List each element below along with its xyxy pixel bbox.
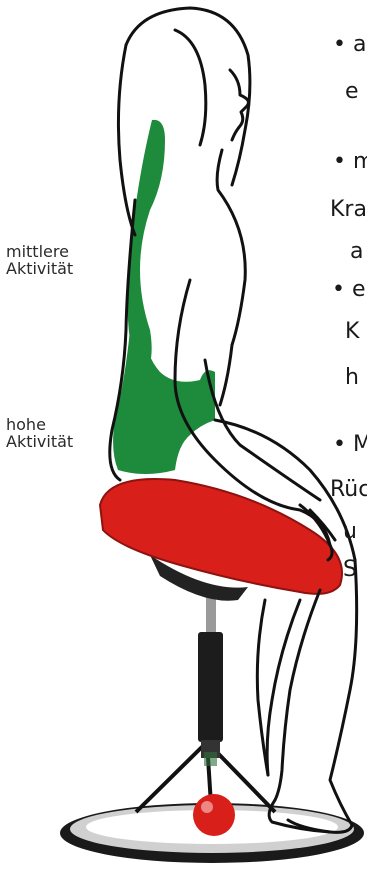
label-high-line1: hohe	[6, 416, 73, 433]
cropped-text-10: Rüc	[330, 478, 367, 502]
label-mittlere-aktivitaet: mittlere Aktivität	[6, 243, 73, 277]
cropped-text-6: • e	[332, 278, 366, 302]
cropped-text-4: Kra	[330, 198, 367, 222]
cropped-text-9: • M	[333, 433, 367, 457]
chair-column	[198, 590, 223, 766]
label-high-line2: Aktivität	[6, 433, 73, 450]
cropped-text-5: a	[350, 240, 363, 264]
cropped-text-11: u	[343, 520, 357, 544]
label-hohe-aktivitaet: hohe Aktivität	[6, 416, 73, 450]
saddle-seat	[100, 479, 342, 594]
cropped-text-1: • a	[333, 33, 366, 57]
chair-red-ball	[193, 794, 235, 836]
cropped-text-7: K	[345, 320, 359, 344]
cropped-text-8: h	[345, 366, 359, 390]
cropped-text-12: S	[343, 558, 357, 582]
cropped-text-3: • m	[333, 150, 367, 174]
cropped-text-2: e	[345, 80, 359, 104]
label-mid-line2: Aktivität	[6, 260, 73, 277]
label-mid-line1: mittlere	[6, 243, 73, 260]
